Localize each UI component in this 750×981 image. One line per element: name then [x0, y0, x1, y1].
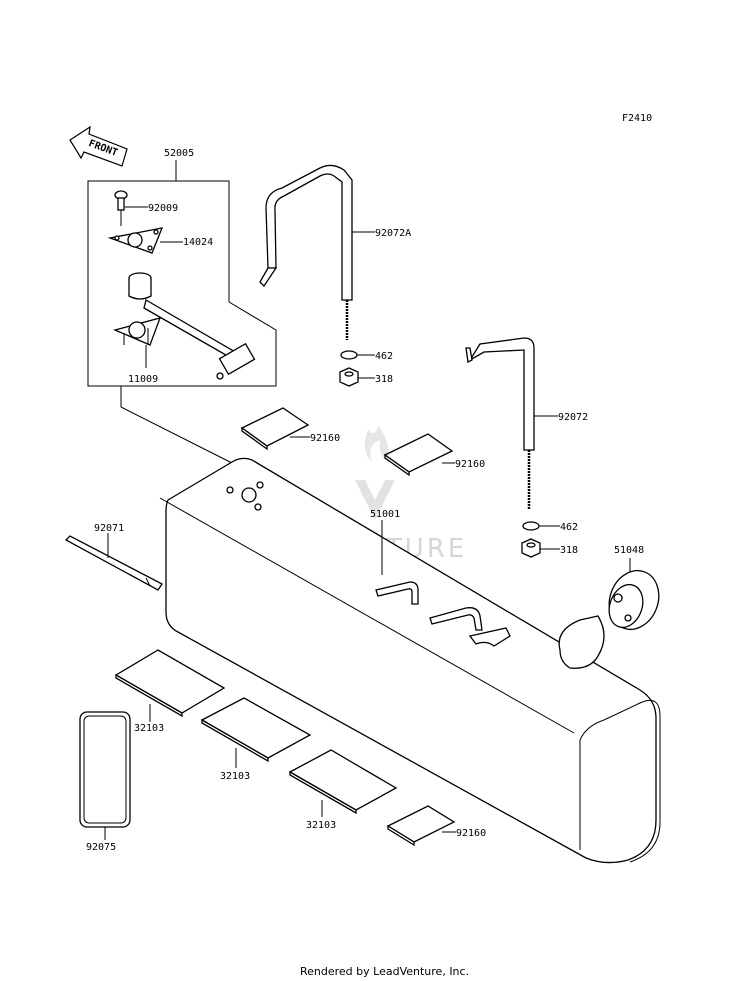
part-label-92160-c: 92160 — [456, 828, 486, 839]
part-label-51048: 51048 — [614, 545, 644, 556]
tank-strap-92072A: 92072A — [259, 164, 411, 340]
part-label-92072A: 92072A — [375, 228, 411, 239]
part-label-11009: 11009 — [128, 374, 158, 385]
footer-credit: Rendered by LeadVenture, Inc. — [300, 965, 469, 978]
part-label-32103-a: 32103 — [134, 723, 164, 734]
pad-32103-a: 32103 — [114, 649, 226, 734]
pad-92075: 92075 — [79, 711, 131, 853]
part-label-92072: 92072 — [558, 412, 588, 423]
sender-unit-assembly: 52005 92009 14024 11009 — [87, 148, 277, 464]
band-92071: 92071 — [64, 523, 163, 591]
part-label-92009: 92009 — [148, 203, 178, 214]
pad-92160-c: 92160 — [386, 805, 486, 847]
part-label-462-b: 462 — [560, 522, 578, 533]
part-label-92160-b: 92160 — [455, 459, 485, 470]
part-label-462-a: 462 — [375, 351, 393, 362]
part-label-92075: 92075 — [86, 842, 116, 853]
pad-92160-b: 92160 — [383, 433, 485, 477]
sender-11009 — [113, 272, 256, 380]
part-label-318-a: 318 — [375, 374, 393, 385]
gasket-14024 — [107, 227, 164, 254]
part-label-318-b: 318 — [560, 545, 578, 556]
pad-32103-b: 32103 — [200, 697, 312, 782]
washer-462-b: 462 — [522, 521, 578, 533]
nut-318-a: 318 — [339, 367, 393, 387]
nut-318-b: 318 — [521, 538, 578, 558]
tank-strap-92072: 92072 — [465, 337, 588, 510]
part-label-32103-b: 32103 — [220, 771, 250, 782]
part-label-92071: 92071 — [94, 523, 124, 534]
part-label-14024: 14024 — [183, 237, 213, 248]
pad-32103-c: 32103 — [288, 749, 398, 831]
fuel-cap-51048: 51048 — [608, 545, 660, 631]
part-label-32103-c: 32103 — [306, 820, 336, 831]
pad-92160-a: 92160 — [240, 407, 340, 451]
part-label-92160-a: 92160 — [310, 433, 340, 444]
fuel-tank-51001: 51001 — [159, 457, 661, 864]
part-label-51001: 51001 — [370, 509, 400, 520]
figure-code: F2410 — [622, 113, 652, 124]
washer-462-a: 462 — [340, 350, 393, 362]
screw-92009 — [114, 190, 128, 226]
part-label-52005: 52005 — [164, 148, 194, 159]
front-arrow-icon: FRONT — [69, 125, 128, 167]
